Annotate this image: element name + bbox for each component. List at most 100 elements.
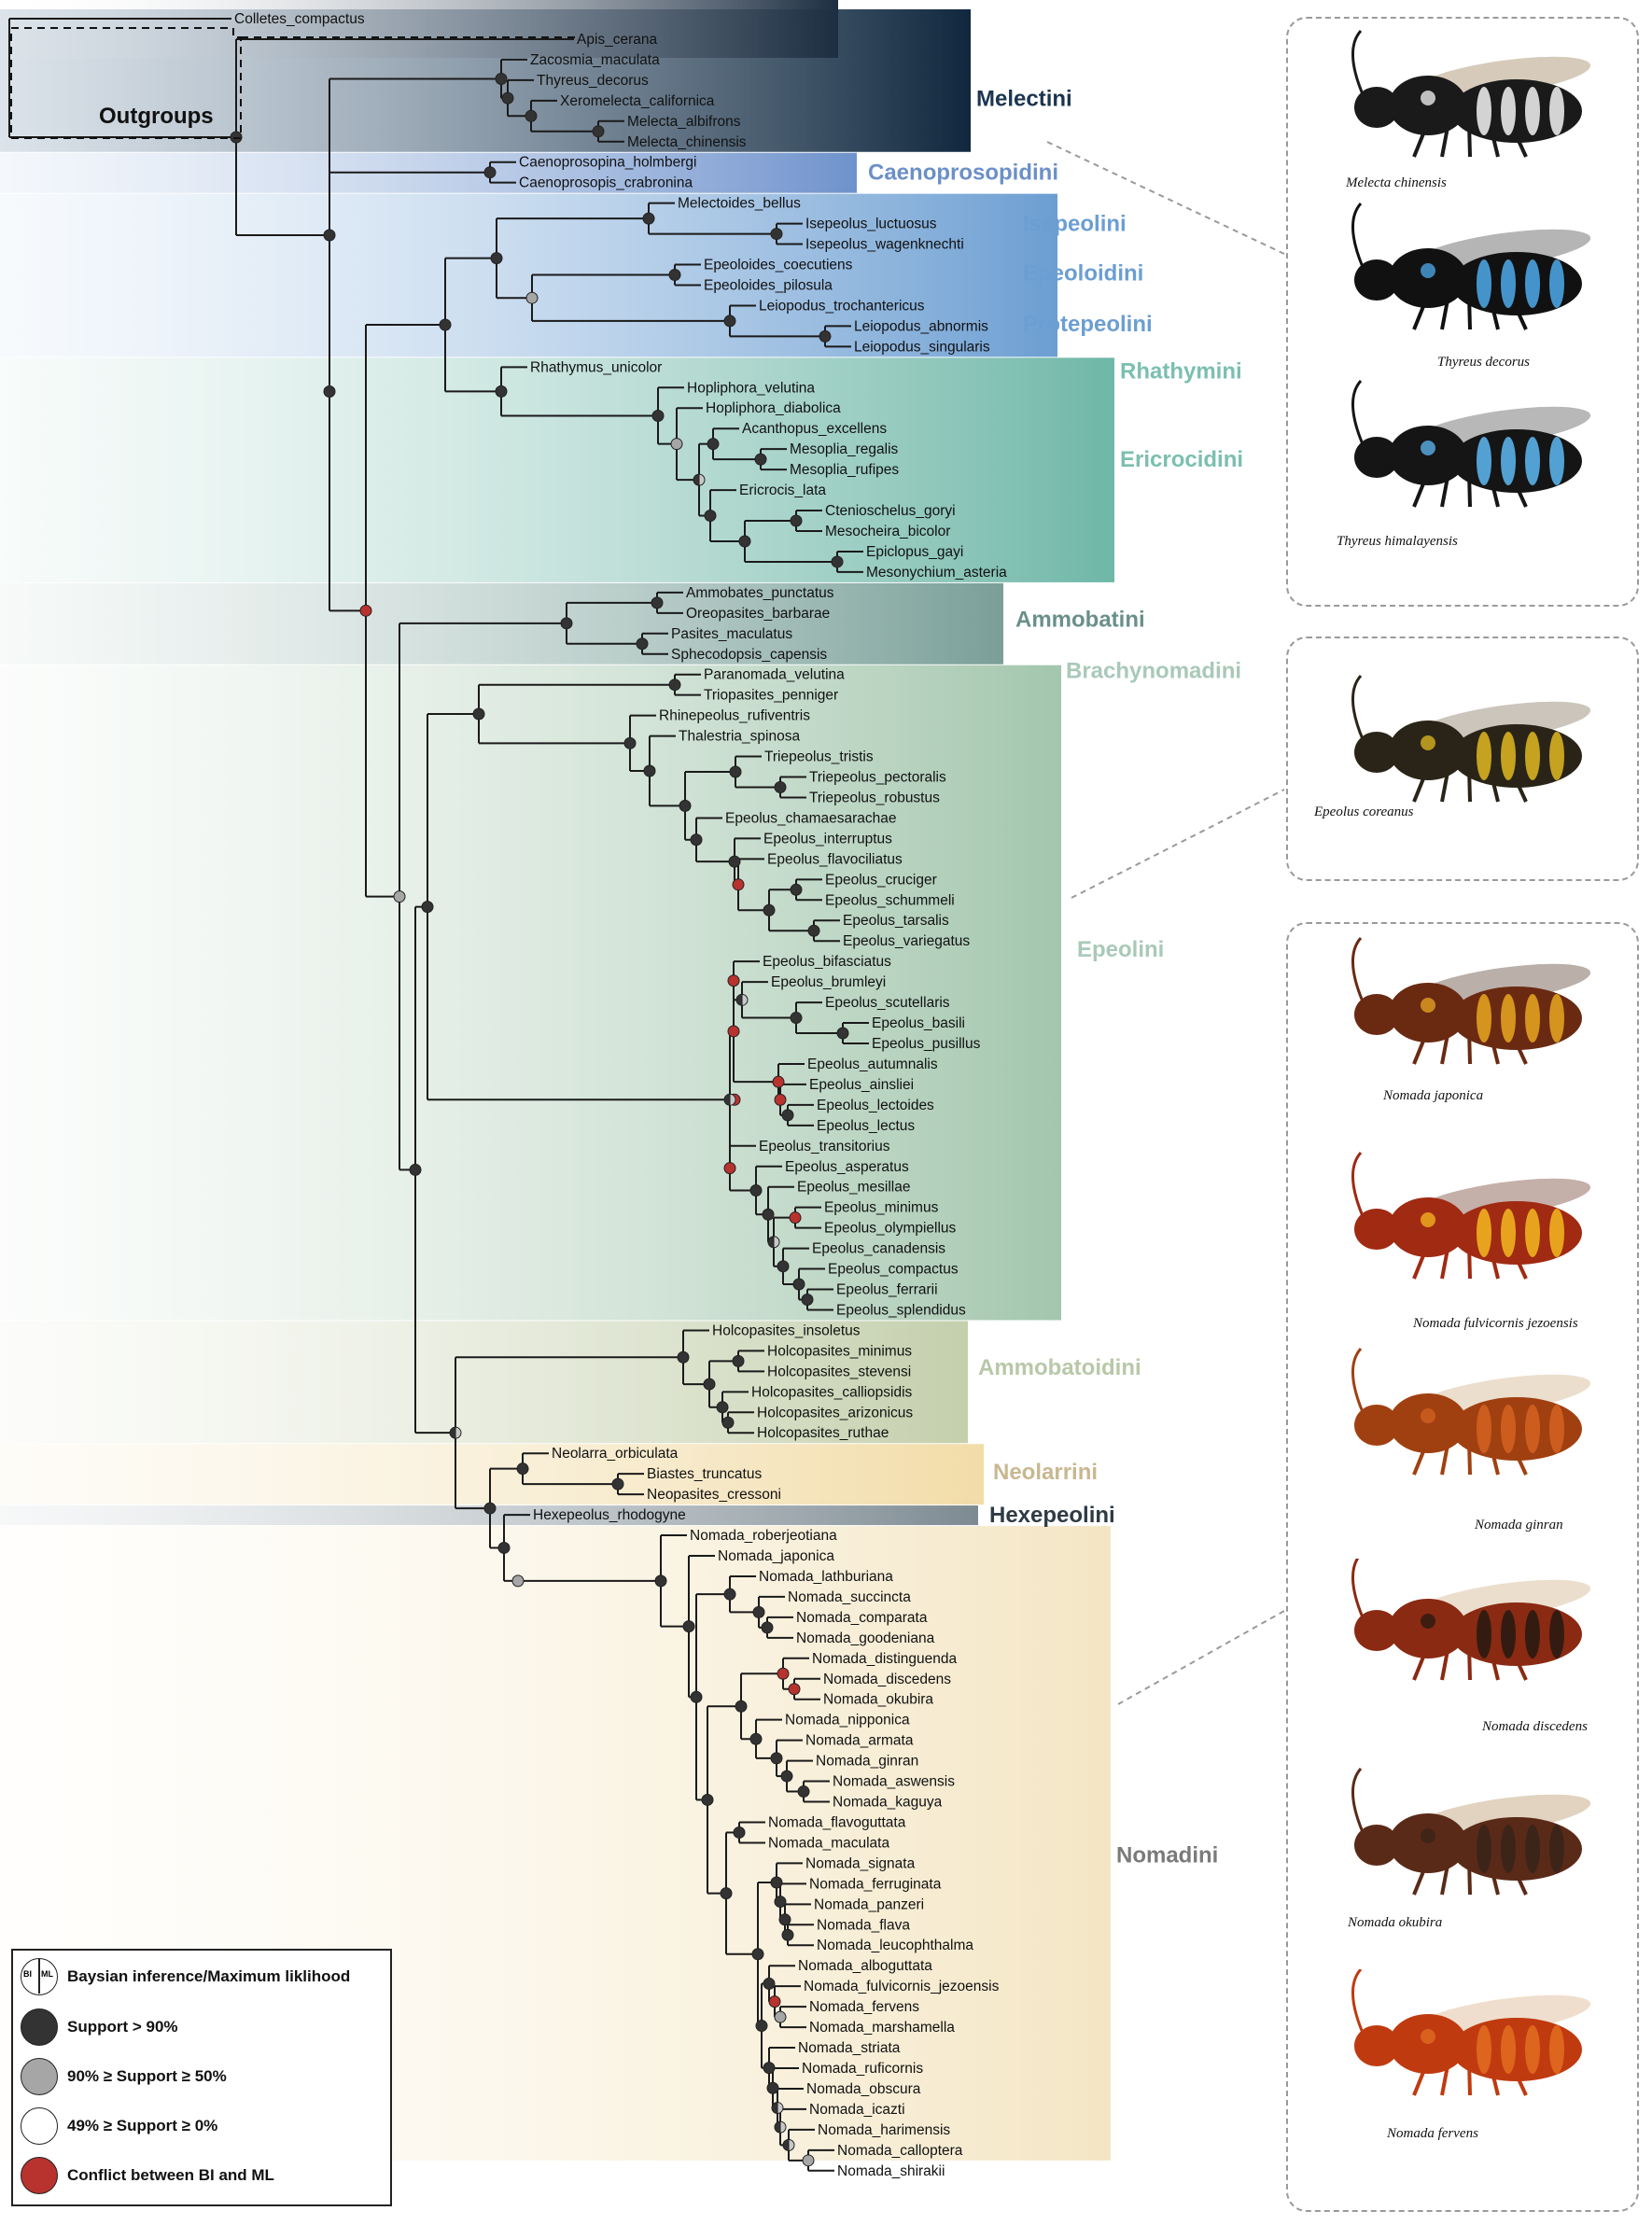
support-node (723, 315, 736, 328)
support-node (483, 166, 497, 179)
support-node (727, 974, 740, 987)
support-node (770, 1876, 783, 1889)
bee-stripe (1525, 87, 1540, 135)
tip-label: Acanthopus_excellens (742, 421, 887, 437)
support-node (792, 1278, 805, 1291)
legend-label-mid: 90% ≥ Support ≥ 50% (67, 2067, 227, 2085)
bee-stripe (1525, 732, 1540, 780)
tip-label: Ctenioschelus_goryi (825, 503, 956, 519)
tribe-label: Brachynomadini (1066, 658, 1241, 683)
tip-label: Triepeolus_pectoralis (809, 770, 946, 786)
support-node (819, 329, 832, 343)
bee-spot (1421, 1614, 1435, 1629)
support-node (707, 438, 720, 451)
bee-stripe (1525, 2025, 1540, 2074)
tip-label: Nomada_okubira (823, 1692, 933, 1708)
white-circle-icon (21, 2107, 58, 2145)
tip-label: Neopasites_cressoni (647, 1487, 781, 1503)
bee-spot (1421, 441, 1435, 455)
support-node (511, 1574, 525, 1588)
tip-label: Nomada_aswensis (833, 1774, 955, 1790)
bee-illustration (1351, 1151, 1591, 1280)
bee-stripe (1549, 87, 1564, 135)
tribe-label: Rhathymini (1120, 359, 1242, 385)
bee-illustration (1351, 1347, 1591, 1476)
bee-stripe (1549, 1610, 1564, 1658)
specimen-photo (1297, 648, 1633, 853)
tip-label: Epeolus_variegatus (843, 933, 970, 949)
photo-caption: Nomada discedens (1482, 1719, 1588, 1734)
support-node (807, 924, 820, 937)
tribe-label: Outgroups (99, 104, 214, 129)
support-node (682, 1620, 695, 1633)
support-node (439, 318, 452, 331)
support-node (762, 1208, 775, 1221)
red-circle-icon (21, 2157, 58, 2194)
support-node (788, 1683, 801, 1696)
support-node (723, 1588, 736, 1601)
tip-label: Epeolus_ferrarii (836, 1282, 938, 1298)
specimen-photo (1297, 1764, 1633, 1923)
support-node (733, 1826, 746, 1839)
support-node (516, 1462, 529, 1476)
tribe-label: Caenoprosopidini (868, 161, 1058, 186)
tip-labels: Colletes_compactusApis_ceranaZacosmia_ma… (234, 11, 1007, 2179)
photo-caption: Nomada ginran (1475, 1518, 1563, 1532)
tip-label: Holcopasites_calliopsidis (751, 1384, 913, 1400)
support-node (752, 1605, 765, 1618)
support-node (642, 212, 655, 225)
support-node (763, 2062, 776, 2075)
clade-band (0, 193, 1057, 357)
photo-pointer-lines (10, 27, 1285, 1705)
legend-item-conflict: Conflict between BI and ML (21, 2157, 274, 2194)
legend-item-mid: 90% ≥ Support ≥ 50% (21, 2058, 227, 2095)
bee-head (1354, 732, 1399, 773)
tip-label: Nomada_discedens (823, 1672, 951, 1687)
tip-label: Zacosmia_maculata (530, 52, 660, 68)
bee-illustration (1351, 379, 1591, 508)
tip-label: Melectoides_bellus (678, 196, 801, 212)
support-node (777, 1260, 790, 1273)
support-node (774, 2010, 787, 2023)
tip-label: Leiopodus_trochantericus (759, 298, 925, 314)
bee-stripe (1501, 1405, 1516, 1453)
tip-label: Epeolus_brumleyi (771, 974, 886, 990)
support-node (323, 229, 336, 242)
bee-stripe (1477, 994, 1491, 1043)
tip-label: Mesoplia_regalis (790, 441, 899, 457)
bee-stripe (1549, 1405, 1564, 1453)
support-node (623, 736, 637, 749)
bee-stripe (1549, 994, 1564, 1043)
tip-label: Nomada_comparata (796, 1610, 928, 1626)
bee-antenna (1351, 936, 1365, 1002)
tip-label: Nomada_shirakii (837, 2163, 945, 2179)
support-node (763, 903, 776, 917)
bee-antenna (1351, 29, 1365, 95)
support-node (592, 125, 605, 138)
bee-stripe (1477, 1405, 1491, 1453)
support-node (755, 2020, 768, 2033)
bee-illustration (1351, 1552, 1591, 1681)
support-node (790, 1012, 803, 1025)
support-node (495, 385, 508, 398)
bee-illustration (1351, 202, 1591, 330)
legend-header: BI ML Baysian inference/Maximum liklihoo… (21, 1958, 350, 1995)
tip-label: Melecta_chinensis (627, 134, 747, 150)
bi-label: BI (23, 1969, 32, 1979)
support-node (774, 781, 787, 793)
support-node-half (777, 2102, 784, 2115)
support-node (323, 385, 336, 399)
bee-stripe (1477, 437, 1491, 485)
tip-label: Nomada_signata (805, 1855, 916, 1871)
tip-label: Holcopasites_minimus (767, 1343, 912, 1359)
bee-antenna (1351, 674, 1365, 740)
tip-label: Triepeolus_robustus (809, 790, 940, 805)
support-node (651, 596, 664, 609)
support-node (611, 1477, 624, 1490)
tip-label: Leiopodus_abnormis (854, 318, 988, 334)
support-node (790, 514, 803, 527)
tip-label: Epeolus_transitorius (759, 1139, 890, 1154)
bee-stripe (1477, 1610, 1491, 1658)
bee-stripe (1501, 994, 1516, 1043)
